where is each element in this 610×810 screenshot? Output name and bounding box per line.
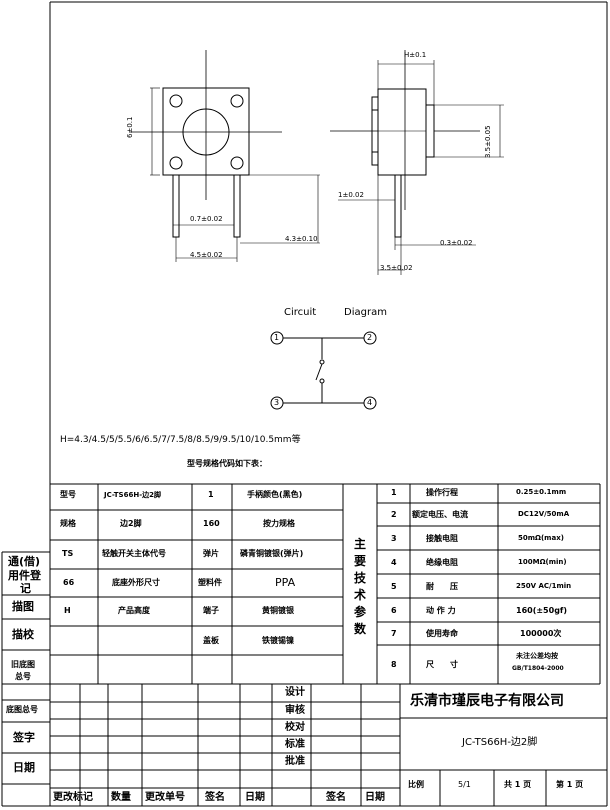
- dim-pin-pitch: 4.5±0.02: [190, 251, 223, 259]
- lt-r1-c1: 边2脚: [120, 519, 142, 528]
- spec-r6-value: 160(±50gf): [516, 606, 568, 615]
- spec-r8-value-2: GB/T1804-2000: [512, 665, 564, 672]
- lt-r2-c1: 轻触开关主体代号: [102, 549, 166, 558]
- spec-r1-name: 操作行程: [426, 488, 458, 497]
- dim-h: H±0.1: [404, 51, 427, 59]
- spec-heading-3: 技: [354, 571, 367, 585]
- bottom-header-date-1: 日期: [245, 792, 265, 803]
- spec-r8-value-1: 未注公差均按: [516, 652, 558, 660]
- pin-2-label: 2: [367, 333, 373, 342]
- lt-r0-c0: 型号: [60, 490, 76, 499]
- side-label-7: 总号: [15, 672, 31, 681]
- scale-label: 比例: [408, 780, 424, 789]
- heights-line: H=4.3/4.5/5/5.5/6/6.5/7/7.5/8/8.5/9/9.5/…: [60, 435, 301, 445]
- lt-r3-c0: 66: [63, 578, 75, 587]
- spec-r5-no: 5: [391, 582, 397, 591]
- pin-1-label: 1: [274, 333, 280, 342]
- spec-r3-name: 接触电阻: [426, 534, 458, 543]
- side-label-3: 记: [20, 582, 31, 595]
- lt-r2-c2: 弹片: [203, 549, 219, 558]
- lt-r4-c1: 产品高度: [118, 606, 150, 615]
- circuit-title-1: Circuit: [284, 307, 317, 318]
- spec-r1-no: 1: [391, 488, 397, 497]
- spec-r3-no: 3: [391, 534, 397, 543]
- side-label-2: 用件登: [8, 569, 41, 582]
- dim-1: 1±0.02: [338, 191, 364, 199]
- side-label-1: 通(借): [8, 555, 41, 568]
- spec-r4-name: 绝缘电阻: [426, 558, 458, 567]
- bottom-header-change-mark: 更改标记: [53, 792, 93, 803]
- spec-r2-value: DC12V/50mA: [518, 510, 570, 518]
- lt-r3-c3: PPA: [275, 576, 296, 589]
- dim-pin-width: 0.7±0.02: [190, 215, 223, 223]
- spec-r8-name: 尺 寸: [426, 660, 458, 669]
- lt-r1-c2: 160: [203, 519, 220, 528]
- role-standard: 标准: [285, 739, 305, 750]
- lt-r5-c2: 盖板: [203, 636, 219, 645]
- bottom-header-qty: 数量: [111, 792, 131, 803]
- side-label-8: 底图总号: [6, 705, 38, 714]
- spec-r7-name: 使用寿命: [426, 629, 458, 638]
- spec-heading-5: 参: [354, 605, 367, 619]
- total-pages: 共 1 页: [504, 780, 532, 789]
- lt-r4-c0: H: [64, 606, 71, 615]
- lt-r3-c1: 底座外形尺寸: [112, 578, 160, 587]
- lt-r0-c2: 1: [208, 490, 214, 499]
- spec-r6-no: 6: [391, 606, 397, 615]
- lt-r5-c3: 铁镀锡镍: [262, 636, 294, 645]
- dim-6: 6±0.1: [126, 116, 134, 138]
- spec-r6-name: 动 作 力: [426, 606, 456, 615]
- role-approve: 批准: [285, 756, 305, 767]
- role-proofread: 校对: [285, 722, 305, 733]
- dim-0-3: 0.3±0.02: [440, 239, 473, 247]
- spec-r4-value: 100MΩ(min): [518, 558, 567, 566]
- lt-r2-c3: 磷青铜镀银(弹片): [240, 549, 304, 558]
- spec-r1-value: 0.25±0.1mm: [516, 488, 567, 496]
- spec-heading-2: 要: [354, 554, 367, 568]
- dim-3-5-width: 3.5±0.02: [380, 264, 413, 272]
- bottom-header-sign-1: 签名: [205, 792, 225, 803]
- side-label-10: 日期: [13, 761, 35, 774]
- bottom-header-sign-2: 签名: [326, 792, 346, 803]
- role-design: 设计: [285, 687, 305, 698]
- lt-r2-c0: TS: [62, 549, 74, 558]
- circuit-title-2: Diagram: [344, 307, 387, 318]
- lt-r4-c2: 端子: [203, 606, 219, 615]
- dim-4-3: 4.3±0.10: [285, 235, 318, 243]
- lt-r1-c0: 规格: [60, 519, 76, 528]
- side-label-4: 描图: [12, 600, 34, 613]
- company-name: 乐清市瑾辰电子有限公司: [410, 693, 564, 709]
- lt-r0-c3: 手柄颜色(黑色): [247, 490, 303, 499]
- scale-value: 5/1: [458, 780, 471, 789]
- spec-r5-name: 耐 压: [426, 582, 458, 591]
- part-number: JC-TS66H-边2脚: [462, 737, 538, 748]
- lt-r3-c2: 塑料件: [198, 578, 222, 587]
- spec-heading-4: 术: [354, 588, 367, 602]
- spec-heading-1: 主: [354, 537, 367, 551]
- bottom-header-date-2: 日期: [365, 792, 385, 803]
- side-label-6: 旧底图: [11, 660, 35, 669]
- side-label-9: 签字: [13, 731, 35, 744]
- spec-r7-no: 7: [391, 629, 397, 638]
- pin-3-label: 3: [274, 398, 280, 407]
- lt-r4-c3: 黄铜镀银: [262, 606, 294, 615]
- dim-3-5-height: 3.5±0.05: [484, 125, 492, 158]
- spec-r5-value: 250V AC/1min: [516, 582, 572, 590]
- spec-r2-name: 额定电压、电流: [412, 510, 468, 519]
- model-note: 型号规格代码如下表：: [187, 459, 267, 468]
- spec-heading-6: 数: [354, 622, 367, 636]
- spec-r2-no: 2: [391, 510, 397, 519]
- pin-4-label: 4: [367, 398, 373, 407]
- side-label-5: 描校: [12, 628, 34, 641]
- spec-r8-no: 8: [391, 660, 397, 669]
- lt-r0-c1: JC-TS66H-边2脚: [104, 491, 161, 499]
- lt-r1-c3: 按力规格: [263, 519, 295, 528]
- spec-r3-value: 50mΩ(max): [518, 534, 564, 542]
- spec-r4-no: 4: [391, 558, 397, 567]
- page-number: 第 1 页: [556, 780, 584, 789]
- bottom-header-change-no: 更改单号: [145, 792, 185, 803]
- role-review: 审核: [285, 705, 305, 716]
- spec-r7-value: 100000次: [520, 629, 562, 638]
